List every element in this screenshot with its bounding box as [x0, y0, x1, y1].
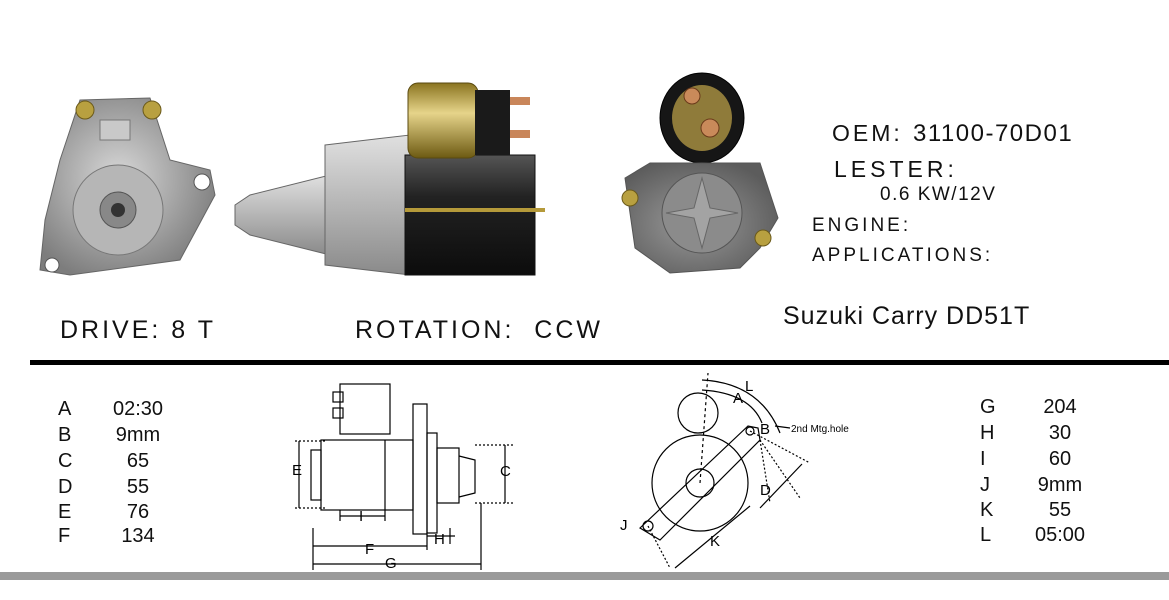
oem-label: OEM: — [832, 120, 903, 146]
label-l: L — [745, 378, 753, 395]
label-c: C — [500, 463, 511, 480]
starter-front-view-photo — [39, 97, 216, 276]
label-mtg-hole: 2nd Mtg.hole — [791, 424, 849, 435]
label-j: J — [620, 517, 628, 534]
divider-line — [30, 360, 1169, 365]
engine-label: ENGINE: — [812, 215, 912, 236]
power-rating: 0.6 KW/12V — [880, 184, 997, 205]
end-dimension-diagram: A L B 2nd Mtg.hole D J K — [620, 372, 849, 569]
starter-rear-view-photo — [621, 72, 779, 274]
applications-label: APPLICATIONS: — [812, 245, 994, 266]
rotation-spec: ROTATION: CCW — [355, 316, 603, 344]
label-d: D — [760, 482, 771, 499]
label-k: K — [710, 533, 720, 550]
bottom-border — [0, 572, 1169, 580]
label-a: A — [733, 390, 743, 407]
lester-label: LESTER: — [834, 156, 958, 182]
label-i: I — [359, 508, 363, 525]
label-b: B — [760, 421, 770, 438]
label-e: E — [292, 462, 302, 479]
oem-number: 31100-70D01 — [913, 120, 1074, 147]
label-g: G — [385, 555, 397, 572]
label-h: H — [434, 531, 445, 548]
label-f: F — [365, 541, 374, 558]
drive-spec: DRIVE: 8 T — [60, 316, 216, 344]
starter-side-view-photo — [234, 82, 545, 276]
side-dimension-diagram: E C I F H G — [292, 383, 513, 572]
application-vehicle: Suzuki Carry DD51T — [783, 302, 1031, 330]
